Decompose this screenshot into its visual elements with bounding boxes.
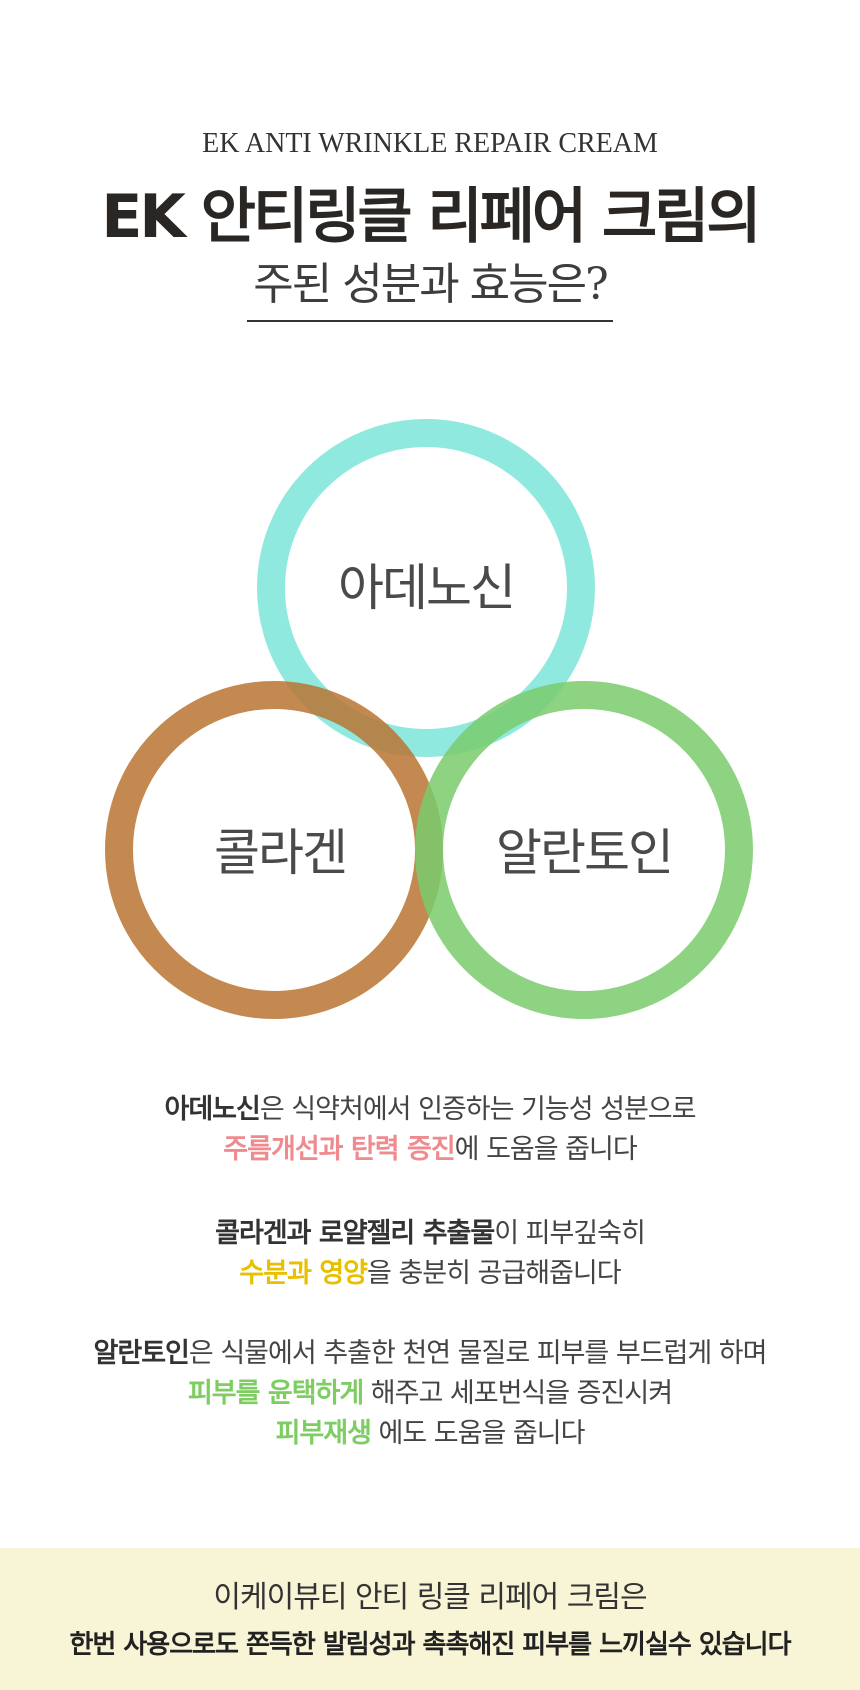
allantoin-label: 알란토인 [496,824,672,882]
allantoin-text-3: 에도 도움을 줍니다 [370,1418,586,1449]
collagen-name: 콜라겐과 로얄젤리 추출물 [215,1218,495,1249]
allantoin-benefit-1: 피부를 윤택하게 [187,1378,364,1409]
allantoin-line-1: 알란토인은 식물에서 추출한 천연 물질로 피부를 부드럽게 하며 [0,1334,860,1374]
allantoin-line-2: 피부를 윤택하게 해주고 세포번식을 증진시켜 [0,1374,860,1414]
adenosine-label: 아데노신 [338,559,514,617]
allantoin-description: 알란토인은 식물에서 추출한 천연 물질로 피부를 부드럽게 하며 피부를 윤택… [0,1334,860,1454]
page-subtitle: 주된 성분과 효능은? [247,248,613,322]
adenosine-name: 아데노신 [164,1094,261,1125]
collagen-text-1: 이 피부깊숙히 [494,1218,646,1249]
page-title: EK 안티링클 리페어 크림의 [101,182,761,252]
footer-tagline: 이케이뷰티 안티 링클 리페어 크림은 [213,1580,647,1615]
collagen-description: 콜라겐과 로얄젤리 추출물이 피부깊숙히 수분과 영양을 충분히 공급해줍니다 [0,1214,860,1294]
adenosine-text-1: 은 식약처에서 인증하는 기능성 성분으로 [259,1094,697,1125]
collagen-line-2: 수분과 영양을 충분히 공급해줍니다 [0,1254,860,1294]
collagen-text-2: 을 충분히 공급해줍니다 [367,1258,622,1289]
adenosine-line-2: 주름개선과 탄력 증진에 도움을 줍니다 [0,1130,860,1170]
adenosine-circle [257,419,595,757]
adenosine-description: 아데노신은 식약처에서 인증하는 기능성 성분으로 주름개선과 탄력 증진에 도… [0,1090,860,1170]
subtitle-wrapper: 주된 성분과 효능은? [0,248,860,322]
adenosine-text-2: 에 도움을 줍니다 [454,1134,638,1165]
adenosine-line-1: 아데노신은 식약처에서 인증하는 기능성 성분으로 [0,1090,860,1130]
english-title: EK ANTI WRINKLE REPAIR CREAM [202,128,658,159]
footer-banner: 이케이뷰티 안티 링클 리페어 크림은 한번 사용으로도 쫀득한 발림성과 촉촉… [0,1548,860,1690]
footer-claim: 한번 사용으로도 쫀득한 발림성과 촉촉해진 피부를 느끼실수 있습니다 [69,1630,791,1660]
collagen-line-1: 콜라겐과 로얄젤리 추출물이 피부깊숙히 [0,1214,860,1254]
adenosine-benefit: 주름개선과 탄력 증진 [223,1134,455,1165]
allantoin-name: 알란토인 [93,1338,190,1369]
collagen-benefit: 수분과 영양 [239,1258,368,1289]
allantoin-circle [415,681,753,1019]
allantoin-text-1: 은 식물에서 추출한 천연 물질로 피부를 부드럽게 하며 [188,1338,768,1369]
collagen-label: 콜라겐 [214,824,346,882]
ingredient-venn-diagram: 아데노신 콜라겐 알란토인 [105,419,753,1019]
allantoin-text-2: 해주고 세포번식을 증진시켜 [363,1378,673,1409]
allantoin-benefit-2: 피부재생 [275,1418,372,1449]
allantoin-line-3: 피부재생 에도 도움을 줍니다 [0,1414,860,1454]
